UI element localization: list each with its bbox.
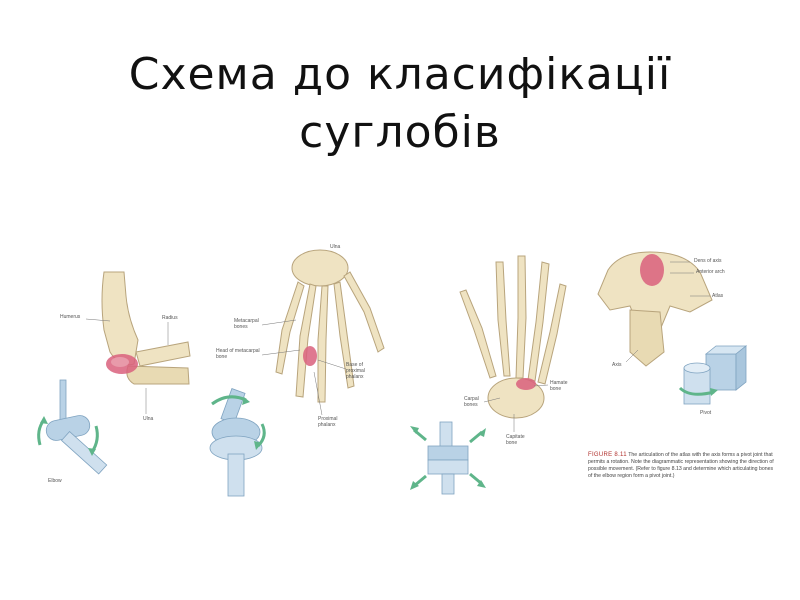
elbow-label-humerus: Humerus — [60, 314, 81, 320]
slide-title-line1: Схема до класифікації — [128, 49, 672, 100]
slide-title: Схема до класифікації суглобів — [0, 46, 800, 162]
figure-caption-number: FIGURE 8.11 — [588, 452, 627, 458]
figure-caption: FIGURE 8.11 The articulation of the atla… — [588, 452, 778, 480]
elbow-label-ulna: Ulna — [143, 416, 154, 422]
hand-palmar-label-carpal: Carpal bones — [464, 396, 479, 408]
elbow-label-radius: Radius — [162, 315, 178, 321]
atlas-label-axis: Axis — [612, 362, 622, 368]
hand-dorsal-label-proximal-phalanx: Proximal phalanx — [318, 416, 338, 428]
atlas-label-anterior-arch: Anterior arch — [696, 269, 725, 275]
atlas-label-dens: Dens of axis — [694, 258, 722, 264]
atlas-label-atlas: Atlas — [712, 293, 724, 299]
slide-title-line2: суглобів — [299, 107, 501, 158]
hand-dorsal-label-base-phalanx: Base of proximal phalanx — [346, 362, 365, 380]
hand-dorsal-label-metacarpal: Metacarpal bones — [234, 318, 259, 330]
hand-dorsal-label-top: Ulna — [330, 244, 341, 250]
hand-palmar-label-hamate: Hamate bone — [550, 380, 568, 392]
hand-palmar-label-capitate: Capitate bone — [506, 434, 525, 446]
elbow-label-model: Elbow — [48, 478, 62, 484]
hand-dorsal-label-head-metacarpal: Head of metacarpal bone — [216, 348, 260, 360]
figure-caption-text: The articulation of the atlas with the a… — [588, 452, 774, 479]
atlas-label-model: Pivot — [700, 410, 712, 416]
